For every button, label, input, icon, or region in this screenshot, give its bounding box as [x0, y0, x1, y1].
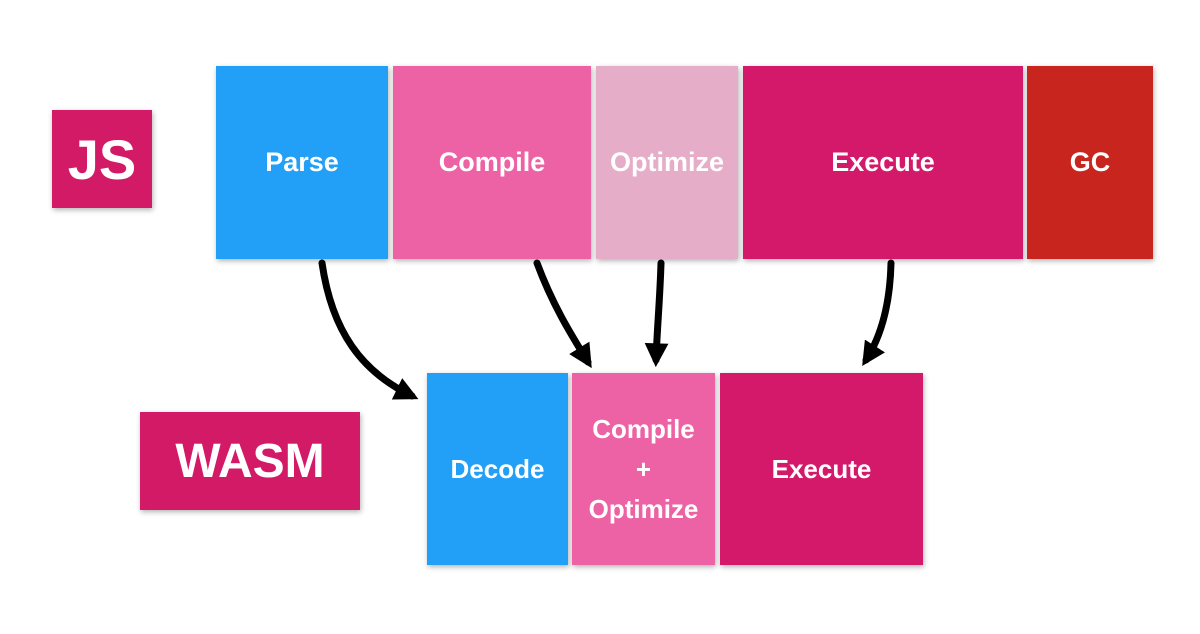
js-row-label: JS	[52, 110, 152, 208]
stage-js-execute-label: Execute	[831, 147, 935, 177]
arrow-optimize-to-compile-optimize	[644, 259, 669, 368]
stage-js-execute: Execute	[743, 66, 1023, 259]
stage-wasm-compile-optimize-line2: +	[635, 453, 652, 484]
stage-wasm-compile-optimize: Compile + Optimize	[572, 373, 715, 565]
stage-js-parse-label: Parse	[265, 147, 339, 177]
stage-wasm-compile-optimize-line1: Compile	[592, 413, 695, 444]
arrow-execute-to-execute	[862, 259, 895, 367]
stage-js-optimize-label: Optimize	[609, 147, 724, 177]
wasm-row-label: WASM	[140, 412, 360, 510]
stage-js-compile: Compile	[393, 66, 591, 259]
stage-wasm-execute-label: Execute	[771, 453, 872, 484]
stage-wasm-execute: Execute	[720, 373, 923, 565]
stage-wasm-decode: Decode	[427, 373, 568, 565]
stage-js-optimize: Optimize	[596, 66, 738, 259]
arrow-compile-to-compile-optimize	[533, 259, 592, 369]
stage-wasm-compile-optimize-line3: Optimize	[588, 494, 699, 525]
arrow-parse-to-decode	[318, 259, 419, 400]
stage-js-gc-label: GC	[1069, 147, 1111, 177]
stage-wasm-decode-label: Decode	[450, 453, 545, 484]
stage-js-parse: Parse	[216, 66, 388, 259]
stage-js-compile-label: Compile	[438, 147, 546, 177]
stage-js-gc: GC	[1027, 66, 1153, 259]
